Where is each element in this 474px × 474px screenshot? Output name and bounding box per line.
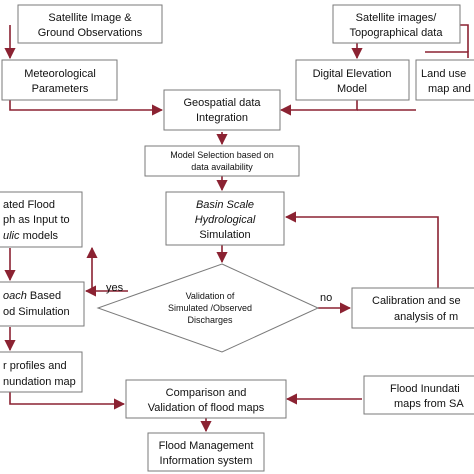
flood-management-line2: Information system — [160, 455, 253, 467]
calibration-line1: Calibration and se — [372, 295, 461, 307]
arrow-dem-to-geospatial — [279, 100, 358, 116]
model-selection-line1: Model Selection based on — [170, 150, 274, 160]
simulated-flood-line3-rest: models — [20, 230, 59, 242]
box-dem: Digital Elevation Model — [295, 59, 410, 101]
connector-topo-right — [460, 24, 469, 52]
approach-based-line1-italic: oach — [3, 290, 27, 302]
decision-validation: Validation of Simulated /Observed Discha… — [96, 263, 320, 353]
sar-maps-line2: maps from SA — [394, 398, 464, 410]
simulated-flood-line3: ulic models — [3, 230, 59, 242]
simulated-flood-line1: ated Flood — [3, 199, 55, 211]
validation-line1: Validation of — [186, 291, 235, 301]
basin-scale-line1: Basin Scale — [196, 199, 254, 211]
approach-based-line1-rest: Based — [27, 290, 61, 302]
no-label: no — [320, 292, 332, 304]
land-use-line2: map and — [428, 83, 471, 95]
meteorological-line2: Parameters — [32, 83, 89, 95]
arrow-profiles-to-comparison — [9, 392, 126, 410]
comparison-line1: Comparison and — [166, 387, 247, 399]
satellite-topo-line2: Topographical data — [350, 27, 444, 39]
basin-scale-line2: Hydrological — [195, 214, 256, 226]
satellite-ground-line2: Ground Observations — [38, 27, 143, 39]
sar-maps-line1: Flood Inundati — [390, 383, 460, 395]
box-basin-scale: Basin Scale Hydrological Simulation — [165, 191, 285, 246]
comparison-line2: Validation of flood maps — [148, 402, 265, 414]
arrow-calibration-to-basin — [284, 211, 439, 288]
profiles-line2: nundation map — [3, 376, 76, 388]
box-satellite-topo: Satellite images/ Topographical data — [332, 4, 461, 44]
box-profiles: r profiles and nundation map — [0, 351, 83, 393]
satellite-topo-line1: Satellite images/ — [356, 12, 438, 24]
approach-based-line2: od Simulation — [3, 306, 70, 318]
dem-line2: Model — [337, 83, 367, 95]
box-sar-maps: Flood Inundati maps from SA — [363, 375, 474, 415]
box-model-selection: Model Selection based on data availabili… — [144, 145, 300, 177]
box-meteorological: Meteorological Parameters — [1, 59, 118, 101]
arrow-meteorological-to-geospatial — [9, 100, 164, 116]
basin-scale-line3: Simulation — [199, 229, 250, 241]
box-geospatial: Geospatial data Integration — [163, 89, 281, 131]
validation-line2: Simulated /Observed — [168, 303, 252, 313]
simulated-flood-line3-italic: ulic — [3, 230, 20, 242]
flood-management-line1: Flood Management — [159, 440, 254, 452]
meteorological-line1: Meteorological — [24, 68, 96, 80]
simulated-flood-line2: ph as Input to — [3, 214, 70, 226]
satellite-ground-line1: Satellite Image & — [48, 12, 132, 24]
model-selection-line2: data availability — [191, 162, 253, 172]
box-calibration: Calibration and se analysis of m — [351, 287, 474, 329]
box-simulated-flood: ated Flood ph as Input to ulic models — [0, 191, 83, 248]
geospatial-line1: Geospatial data — [183, 97, 261, 109]
approach-based-line1: oach Based — [3, 290, 61, 302]
box-flood-management: Flood Management Information system — [147, 432, 265, 472]
box-satellite-ground: Satellite Image & Ground Observations — [17, 4, 163, 44]
box-approach-based: oach Based od Simulation — [0, 281, 85, 327]
geospatial-line2: Integration — [196, 112, 248, 124]
land-use-line1: Land use — [421, 68, 466, 80]
arrow-to-land-use — [425, 51, 469, 58]
profiles-line1: r profiles and — [3, 360, 67, 372]
box-land-use: Land use map and — [415, 59, 474, 101]
box-comparison: Comparison and Validation of flood maps — [125, 379, 287, 419]
dem-line1: Digital Elevation — [313, 68, 392, 80]
calibration-line2: analysis of m — [394, 311, 458, 323]
yes-label: yes — [106, 282, 124, 294]
validation-line3: Discharges — [187, 315, 233, 325]
connectors — [4, 24, 469, 433]
